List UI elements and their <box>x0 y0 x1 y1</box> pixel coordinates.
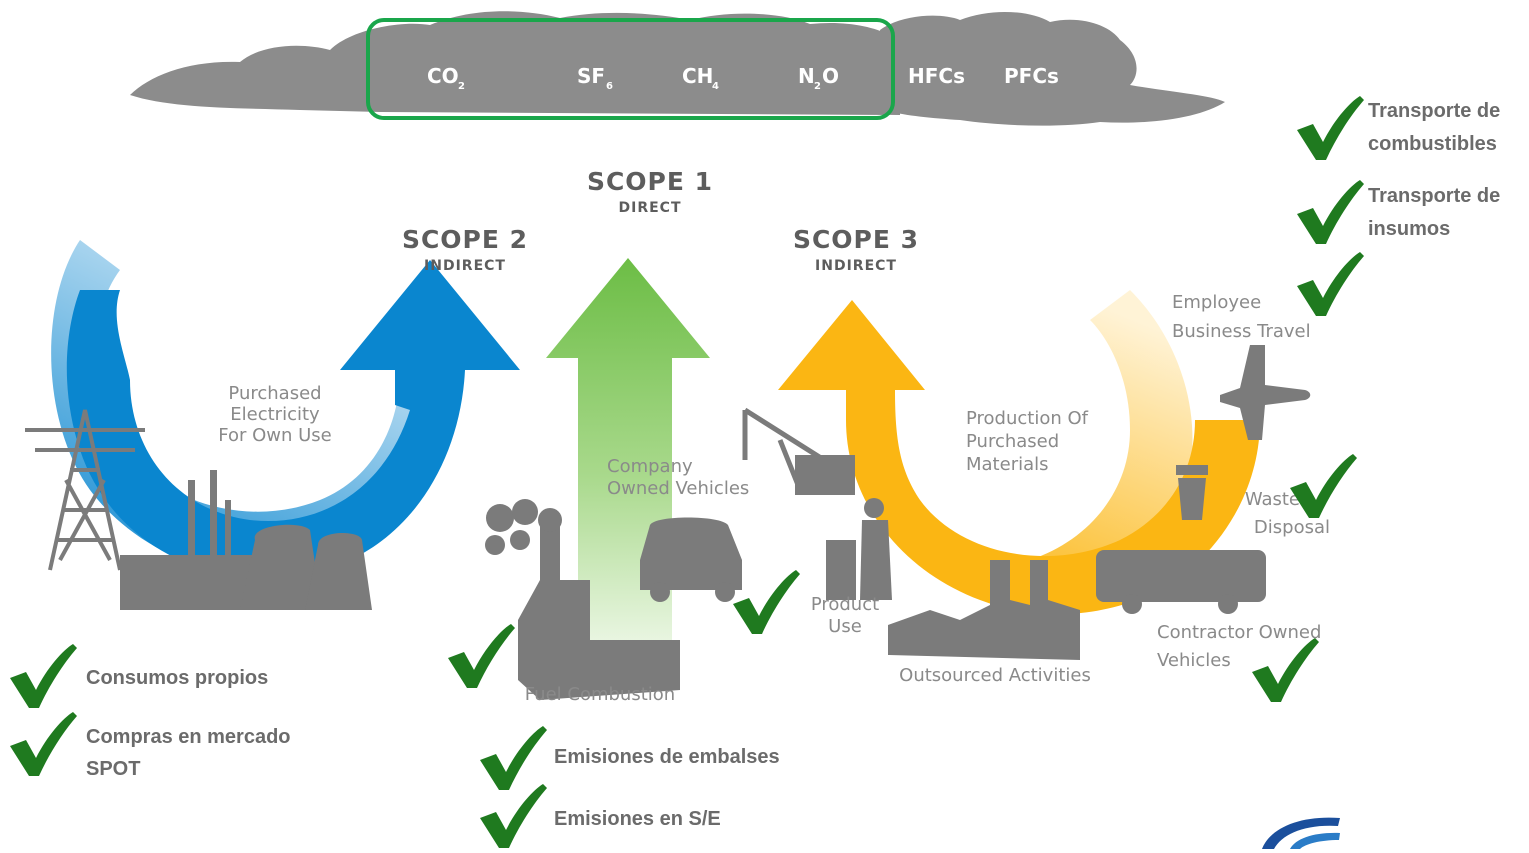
svg-text:Waste: Waste <box>1245 489 1300 510</box>
check-icon <box>448 624 515 688</box>
svg-text:2: 2 <box>458 81 465 92</box>
label-employee-travel: Employee Business Travel <box>1172 292 1311 342</box>
label-contractor-vehicles: Contractor Owned Vehicles <box>1157 622 1321 671</box>
svg-text:O: O <box>822 64 839 88</box>
label-outsourced-activities: Outsourced Activities <box>899 665 1091 686</box>
power-tower-icon <box>25 409 145 571</box>
svg-text:Purchased: Purchased <box>228 383 321 404</box>
svg-text:Contractor Owned: Contractor Owned <box>1157 622 1321 643</box>
svg-text:Vehicles: Vehicles <box>1157 650 1231 671</box>
power-plant-icon <box>120 470 372 610</box>
svg-text:Business Travel: Business Travel <box>1172 321 1311 342</box>
svg-text:Transporte de: Transporte de <box>1368 100 1500 122</box>
check-icon <box>1252 638 1319 702</box>
note-emisiones-embalses: Emisiones de embalses <box>554 746 780 768</box>
svg-text:Product: Product <box>811 594 879 615</box>
trash-can-icon <box>1176 465 1208 520</box>
svg-text:2: 2 <box>814 81 821 92</box>
check-icon <box>480 726 547 790</box>
excavator-icon <box>742 407 855 495</box>
svg-text:Transporte de: Transporte de <box>1368 185 1500 207</box>
highlight-box <box>366 18 895 120</box>
svg-text:Materials: Materials <box>966 454 1049 475</box>
label-purchased-electricity: Purchased Electricity For Own Use <box>218 383 332 446</box>
emissions-cloud <box>130 11 1225 126</box>
svg-text:For Own Use: For Own Use <box>218 425 332 446</box>
svg-text:Use: Use <box>828 616 862 637</box>
scope1-title: SCOPE 1 <box>587 167 713 196</box>
svg-text:Electricity: Electricity <box>230 404 320 425</box>
svg-text:CH: CH <box>682 64 713 88</box>
factory-icon <box>485 499 680 700</box>
check-icon <box>10 644 77 708</box>
svg-text:Company: Company <box>607 456 693 477</box>
note-compras-spot: Compras en mercado SPOT <box>86 726 291 780</box>
scope3-arrow <box>778 290 1260 625</box>
scope3-type: INDIRECT <box>815 258 897 274</box>
svg-text:6: 6 <box>606 81 613 92</box>
note-transporte-combustibles: Transporte de combustibles <box>1368 100 1500 155</box>
svg-text:Employee: Employee <box>1172 292 1261 313</box>
company-logo <box>1262 817 1340 849</box>
svg-text:4: 4 <box>712 81 719 92</box>
check-icon <box>1290 454 1357 518</box>
worker-icon <box>826 498 892 600</box>
gas-pfcs: PFCs <box>1004 64 1059 88</box>
scope2-type: INDIRECT <box>424 258 506 274</box>
gas-hfcs: HFCs <box>908 64 965 88</box>
svg-text:Disposal: Disposal <box>1254 517 1330 538</box>
car-icon <box>640 517 742 602</box>
scope2-title: SCOPE 2 <box>402 225 528 254</box>
svg-text:CO: CO <box>427 64 459 88</box>
scope3-title: SCOPE 3 <box>793 225 919 254</box>
scope2-arrow <box>51 240 520 578</box>
outsourced-factory-icon <box>888 560 1080 660</box>
label-fuel-combustion: Fuel Combustion <box>525 684 675 705</box>
scope1-type: DIRECT <box>619 200 682 216</box>
check-icon <box>480 784 547 848</box>
check-icon <box>1297 252 1364 316</box>
label-company-vehicles: Company Owned Vehicles <box>607 456 749 499</box>
label-production-materials: Production Of Purchased Materials <box>966 408 1089 475</box>
label-waste-disposal: Waste Disposal <box>1245 489 1330 538</box>
gas-co2: CO 2 <box>427 64 465 92</box>
gas-n2o: N 2 O <box>798 64 839 92</box>
label-product-use: Product Use <box>811 594 879 637</box>
check-icon <box>10 712 77 776</box>
svg-text:insumos: insumos <box>1368 218 1450 240</box>
check-icon <box>733 570 800 634</box>
note-transporte-insumos: Transporte de insumos <box>1368 185 1500 240</box>
bus-icon <box>1096 550 1266 614</box>
svg-text:N: N <box>798 64 815 88</box>
check-icon <box>1297 180 1364 244</box>
svg-text:Purchased: Purchased <box>966 431 1059 452</box>
note-emisiones-se: Emisiones en S/E <box>554 808 721 830</box>
svg-text:SPOT: SPOT <box>86 758 140 780</box>
svg-text:Owned Vehicles: Owned Vehicles <box>607 478 749 499</box>
svg-text:Compras en mercado: Compras en mercado <box>86 726 291 748</box>
note-consumos-propios: Consumos propios <box>86 667 268 689</box>
gas-sf6: SF 6 <box>577 64 613 92</box>
svg-text:SF: SF <box>577 64 605 88</box>
check-icon <box>1297 96 1364 160</box>
svg-text:Production Of: Production Of <box>966 408 1089 429</box>
svg-text:combustibles: combustibles <box>1368 133 1497 155</box>
gas-ch4: CH 4 <box>682 64 719 92</box>
airplane-icon <box>1220 345 1311 440</box>
